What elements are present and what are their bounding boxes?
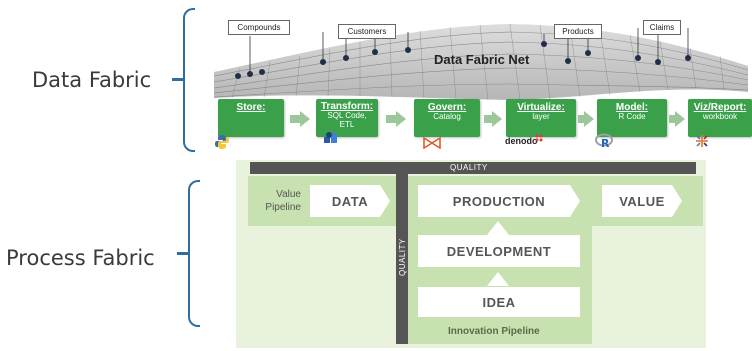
data-fabric-label: Data Fabric (32, 68, 152, 92)
r-logo: R (595, 133, 613, 149)
etl-icon (324, 132, 337, 143)
arrow-right-icon (584, 111, 594, 127)
step-virtualize: Virtualize: layer (506, 99, 576, 137)
process-fabric-bracket (188, 180, 200, 327)
quality-side-label: QUALITY (398, 238, 407, 276)
arrow-right-icon (675, 111, 685, 127)
svg-text:R: R (601, 137, 610, 149)
callout-products: Products (554, 24, 602, 39)
bowtie-icon (423, 137, 441, 149)
denodo-dots-icon (535, 134, 543, 142)
callout-claims: Claims (643, 20, 681, 35)
step-model: Model: R Code (597, 99, 667, 137)
arrow-up-icon (487, 272, 509, 286)
arrow-right-icon (300, 111, 310, 127)
python-icon (215, 135, 229, 149)
production-chevron: PRODUCTION (418, 185, 580, 217)
development-box: DEVELOPMENT (418, 235, 580, 267)
data-fabric-bracket (183, 8, 195, 152)
data-chevron: DATA (310, 185, 390, 217)
step-store: Store: (218, 99, 284, 137)
arrow-right-icon (492, 111, 502, 127)
callout-customers: Customers (338, 24, 396, 39)
arrow-up-icon (487, 221, 509, 235)
callout-compounds: Compounds (228, 20, 290, 35)
step-transform: Transform: SQL Code, ETL (316, 99, 378, 137)
innovation-pipeline-label: Innovation Pipeline (448, 326, 540, 337)
process-fabric-bracket-tip (177, 252, 189, 255)
data-fabric-bracket-tip (172, 78, 184, 81)
idea-box: IDEA (418, 287, 580, 317)
net-title: Data Fabric Net (434, 52, 530, 67)
step-govern: Govern: Catalog (414, 99, 480, 137)
arrow-connector (484, 115, 492, 123)
value-pipeline-label: Value Pipeline (265, 189, 301, 213)
arrow-connector (669, 115, 675, 123)
data-fabric-net (213, 23, 749, 101)
arrow-connector (386, 115, 396, 123)
denodo-logo: denodo (505, 136, 538, 146)
arrow-connector (578, 115, 584, 123)
quality-top-label: QUALITY (450, 163, 488, 172)
value-chevron: VALUE (602, 185, 682, 217)
process-fabric-label: Process Fabric (6, 246, 155, 270)
arrow-right-icon (396, 111, 406, 127)
quality-side-bar (396, 162, 408, 344)
quality-top-bar (250, 162, 696, 174)
tableau-icon (696, 135, 708, 147)
step-viz-report: Viz/Report: workbook (688, 99, 752, 137)
arrow-connector (290, 115, 300, 123)
